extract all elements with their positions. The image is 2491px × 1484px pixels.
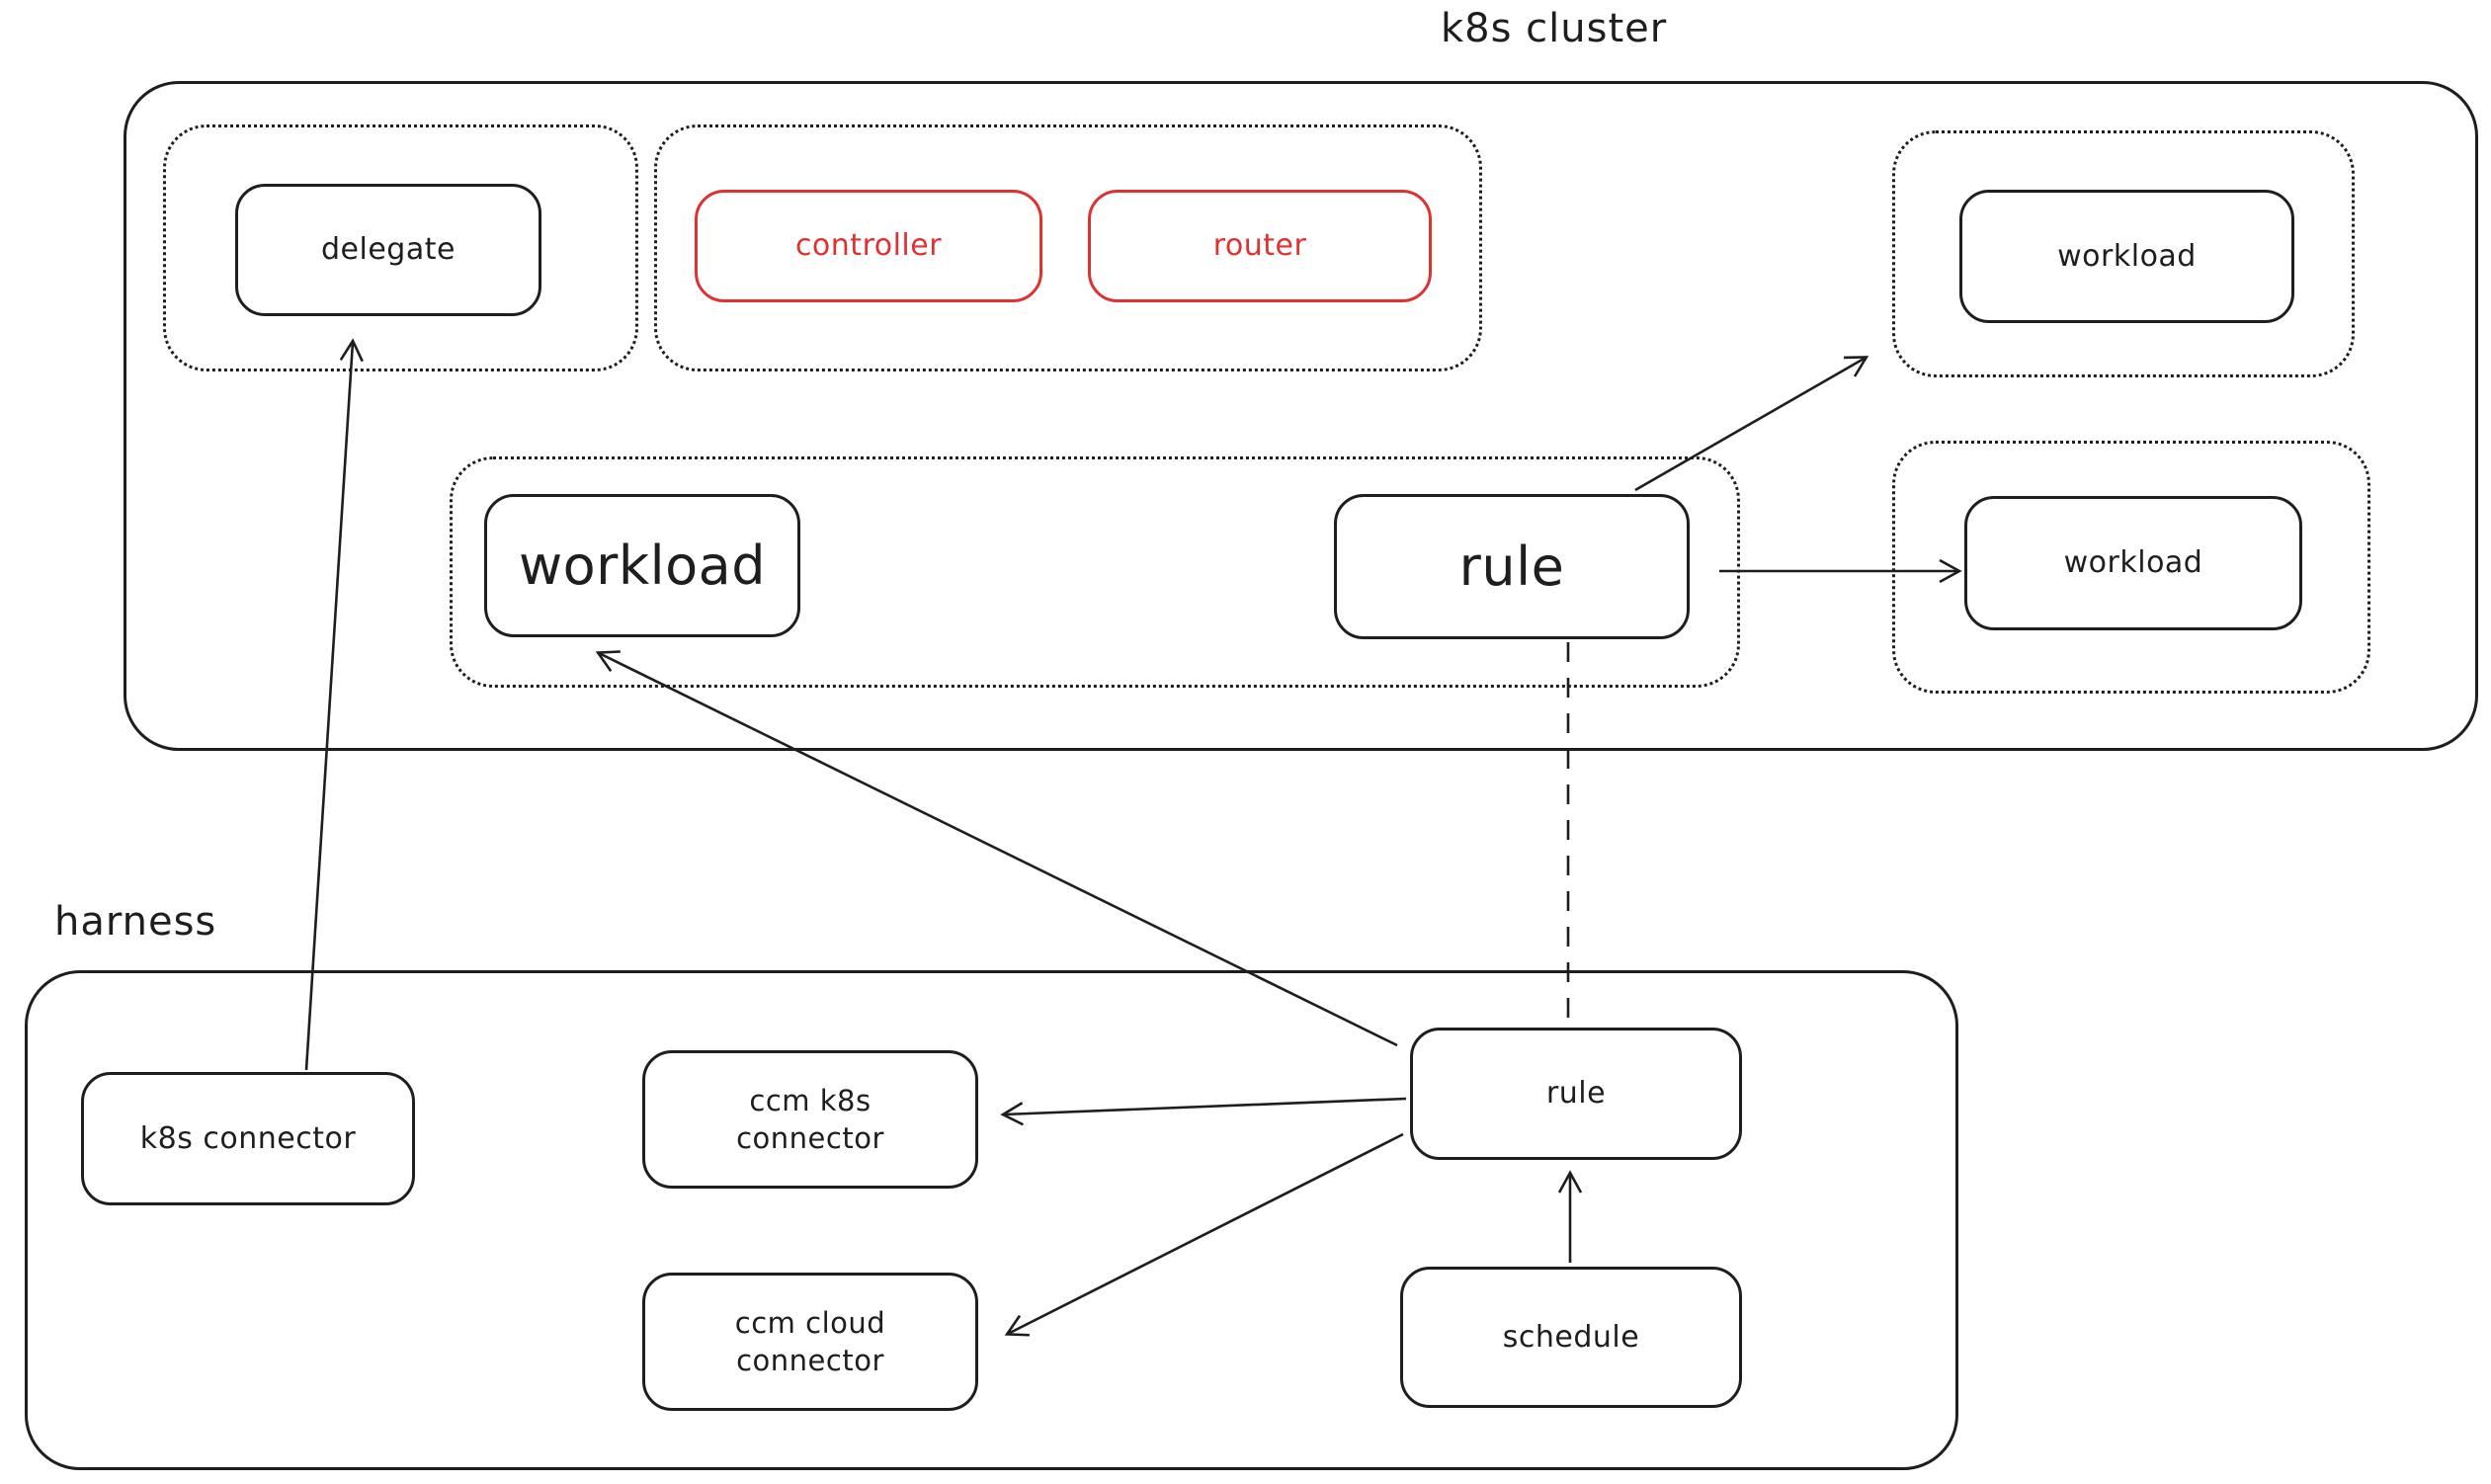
rule-k8s-label: rule	[1458, 535, 1565, 598]
workload-main-node[interactable]: workload	[484, 494, 800, 637]
workload-right-label: workload	[2063, 545, 2203, 581]
controller-node[interactable]: controller	[695, 190, 1042, 302]
ccm-k8s-connector-line2: connector	[736, 1121, 884, 1155]
edge-rule-harness-to-workload-main[interactable]	[595, 650, 1398, 1047]
control-plane-zone[interactable]	[654, 124, 1482, 371]
ccm-k8s-connector-line1: ccm k8s	[749, 1083, 872, 1117]
workload-top-right-node[interactable]: workload	[1959, 190, 2294, 323]
edge-rule-k8s-to-workload-top-right[interactable]	[1634, 356, 1869, 492]
harness-frame[interactable]	[25, 970, 1958, 1470]
harness-label: harness	[54, 899, 217, 945]
k8s-cluster-frame[interactable]	[124, 81, 2478, 751]
schedule-label: schedule	[1502, 1319, 1640, 1355]
router-node-label: router	[1212, 228, 1307, 264]
router-node[interactable]: router	[1088, 190, 1432, 302]
workload-top-right-label: workload	[2057, 238, 2197, 274]
edge-rule-harness-to-ccm-k8s-connector[interactable]	[1000, 1097, 1407, 1126]
k8s-cluster-label: k8s cluster	[1441, 6, 1668, 51]
k8s-connector-label: k8s connector	[139, 1120, 357, 1156]
workload-right-zone[interactable]	[1892, 441, 2370, 694]
delegate-node-label: delegate	[321, 232, 456, 268]
workload-right-node[interactable]: workload	[1964, 496, 2302, 630]
rule-k8s-node[interactable]: rule	[1334, 494, 1690, 639]
ccm-cloud-connector-line1: ccm cloud	[734, 1305, 886, 1340]
edge-rule-harness-to-ccm-cloud-connector[interactable]	[1004, 1132, 1404, 1337]
schedule-node[interactable]: schedule	[1400, 1267, 1742, 1408]
workload-main-label: workload	[518, 534, 767, 597]
k8s-connector-node[interactable]: k8s connector	[81, 1072, 415, 1205]
delegate-node[interactable]: delegate	[235, 184, 541, 316]
ccm-k8s-connector-node[interactable]: ccm k8s connector	[642, 1050, 978, 1189]
delegate-zone[interactable]	[163, 124, 638, 371]
rule-harness-node[interactable]: rule	[1410, 1028, 1742, 1160]
controller-node-label: controller	[794, 228, 943, 264]
workload-top-right-zone[interactable]	[1892, 130, 2355, 377]
ccm-cloud-connector-node[interactable]: ccm cloud connector	[642, 1273, 978, 1411]
rule-harness-label: rule	[1545, 1076, 1607, 1112]
ccm-cloud-connector-line2: connector	[736, 1344, 884, 1377]
edge-k8s-connector-to-delegate[interactable]	[304, 338, 364, 1071]
